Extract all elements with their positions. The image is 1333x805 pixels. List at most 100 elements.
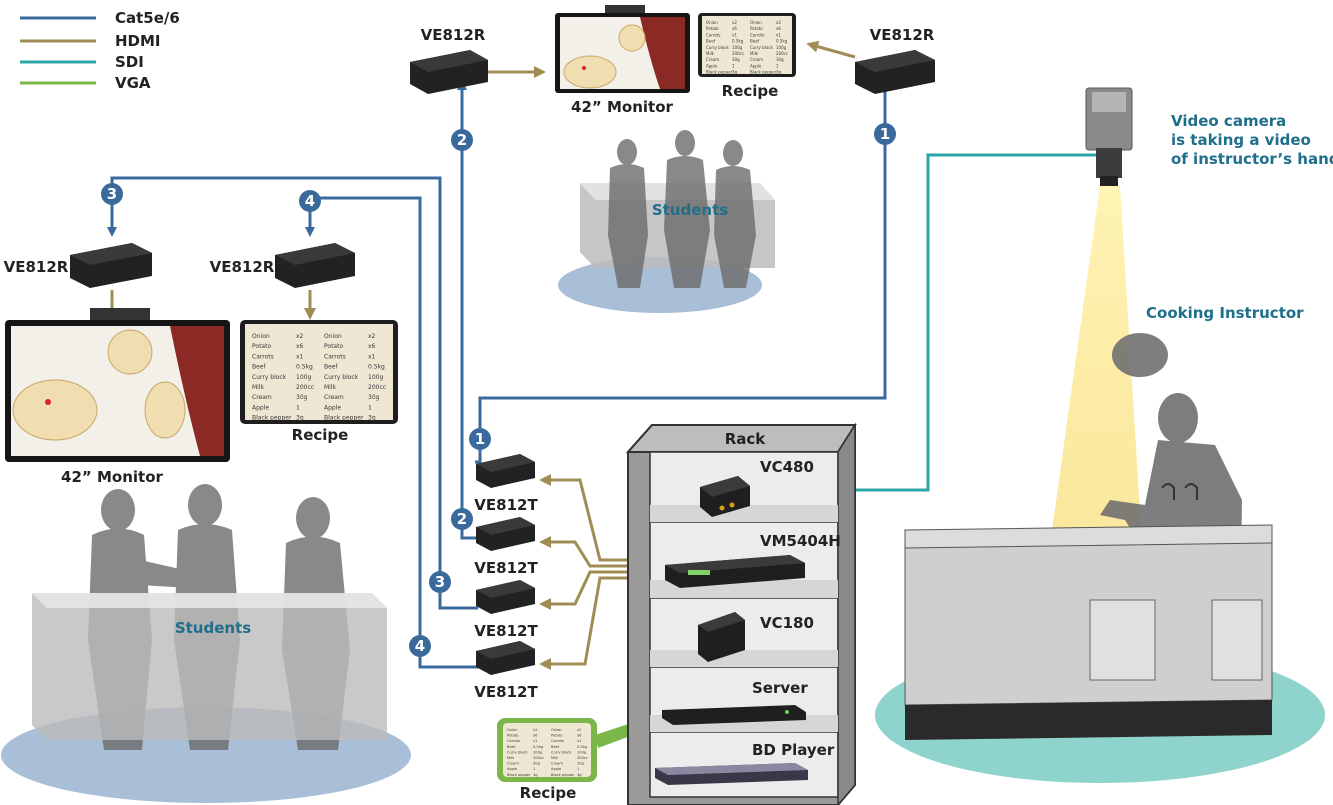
recipe-item: Potato: [551, 734, 562, 738]
recipe-item: Curry block: [252, 374, 287, 381]
recipe-qty: x6: [577, 734, 582, 738]
recipe-qty: 30g: [732, 57, 740, 62]
recipe-qty: x1: [533, 739, 537, 743]
receiver-left-1: [70, 243, 152, 288]
monitor-label-top: 42” Monitor: [571, 98, 673, 116]
recipe-item: Carrots: [750, 32, 764, 37]
svg-text:2: 2: [457, 131, 467, 149]
transmitter-3: [476, 580, 535, 614]
recipe-qty: 3g: [296, 415, 304, 422]
cable-link-2: [457, 80, 478, 540]
recipe-qty: 30g: [533, 762, 540, 766]
recipe-qty: 30g: [296, 394, 308, 401]
legend: Cat5e/6 HDMI SDI VGA: [20, 9, 180, 92]
recipe-qty: 1: [368, 404, 372, 411]
recipe-item: Black pepper: [551, 773, 575, 777]
recipe-qty: 100g: [368, 374, 383, 381]
recipe-qty: 1: [732, 63, 735, 68]
students-group-top: Students: [580, 130, 775, 288]
monitor-top: [555, 5, 690, 93]
recipe-qty: x2: [296, 333, 304, 340]
recipe-item: Beef: [252, 364, 266, 371]
transmitter-label-1: VE812T: [474, 496, 538, 514]
svg-text:1: 1: [475, 430, 485, 448]
recipe-label-top: Recipe: [722, 82, 779, 100]
recipe-item: Milk: [706, 51, 715, 56]
recipe-item: Cream: [706, 57, 719, 62]
recipe-qty: 0.5kg: [533, 745, 543, 749]
recipe-qty: x2: [368, 333, 376, 340]
recipe-label-left: Recipe: [292, 426, 349, 444]
recipe-item: Curry block: [507, 750, 528, 754]
recipe-item: Beef: [750, 39, 760, 44]
recipe-qty: 3g: [577, 773, 582, 777]
rack-item-bd-player: BD Player: [752, 741, 835, 759]
receiver-left-2: [275, 243, 355, 288]
svg-text:3: 3: [107, 185, 117, 203]
badge-3-tx: 3: [429, 571, 451, 593]
recipe-qty: x2: [776, 20, 781, 25]
cable-link-1: [475, 60, 890, 464]
receiver-label-top-right: VE812R: [870, 26, 935, 44]
recipe-item: Cream: [551, 762, 563, 766]
recipe-item: Apple: [551, 767, 562, 771]
recipe-item: Curry block: [750, 45, 773, 50]
badge-1-top: 1: [874, 123, 896, 145]
recipe-item: Black pepper: [252, 415, 292, 422]
recipe-qty: x1: [577, 739, 581, 743]
students-label-left: Students: [175, 619, 251, 637]
recipe-item: Potato: [750, 26, 763, 31]
recipe-item: Onion: [252, 333, 270, 340]
recipe-qty: x2: [533, 728, 537, 732]
transmitter-label-3: VE812T: [474, 622, 538, 640]
badge-1-tx: 1: [469, 428, 491, 450]
recipe-qty: 1: [577, 767, 579, 771]
recipe-label-server: Recipe: [520, 784, 577, 802]
receiver-label-top-left: VE812R: [421, 26, 486, 44]
recipe-item: Onion: [551, 728, 562, 732]
badge-4-left: 4: [299, 190, 321, 212]
legend-label-vga: VGA: [115, 74, 151, 92]
recipe-item: Milk: [324, 384, 337, 391]
svg-text:4: 4: [305, 192, 315, 210]
recipe-item: Black pepper: [507, 773, 531, 777]
recipe-item: Onion: [507, 728, 518, 732]
vc480-device: [700, 476, 750, 517]
recipe-qty: x6: [732, 26, 737, 31]
recipe-item: Potato: [324, 343, 343, 350]
server-device: [662, 705, 806, 725]
students-group-left: Students: [32, 484, 387, 750]
rack-item-vc480: VC480: [760, 458, 814, 476]
recipe-item: Apple: [324, 404, 341, 411]
recipe-qty: x1: [776, 32, 781, 37]
badge-4-tx: 4: [409, 635, 431, 657]
recipe-qty: 100g: [533, 750, 542, 754]
recipe-qty: 3g: [533, 773, 538, 777]
rack-title: Rack: [725, 430, 767, 448]
legend-label-sdi: SDI: [115, 53, 144, 71]
recipe-item: Carrots: [706, 32, 720, 37]
recipe-item: Apple: [507, 767, 518, 771]
recipe-qty: 1: [296, 404, 300, 411]
recipe-item: Onion: [750, 20, 762, 25]
floor-ellipse-top: [558, 257, 762, 313]
recipe-qty: 3g: [368, 415, 376, 422]
recipe-item: Black pepper: [706, 70, 733, 75]
instructor-label: Cooking Instructor: [1146, 304, 1304, 322]
bd-player-device: [655, 763, 808, 785]
recipe-item: Carrots: [551, 739, 564, 743]
receiver-top-right: [855, 50, 935, 94]
hdmi-ve812r-to-recipe-top: [806, 40, 856, 59]
recipe-item: Curry block: [324, 374, 359, 381]
instructor-area: Video camera is taking a video of instru…: [904, 87, 1333, 740]
counter-left: [32, 593, 387, 740]
recipe-qty: 3g: [776, 70, 782, 75]
camera-light-beam: [1050, 185, 1142, 545]
recipe-qty: 200cc: [577, 756, 588, 760]
recipe-qty: 0.5kg: [776, 39, 788, 44]
recipe-item: Milk: [252, 384, 265, 391]
recipe-item: Cream: [324, 394, 344, 401]
